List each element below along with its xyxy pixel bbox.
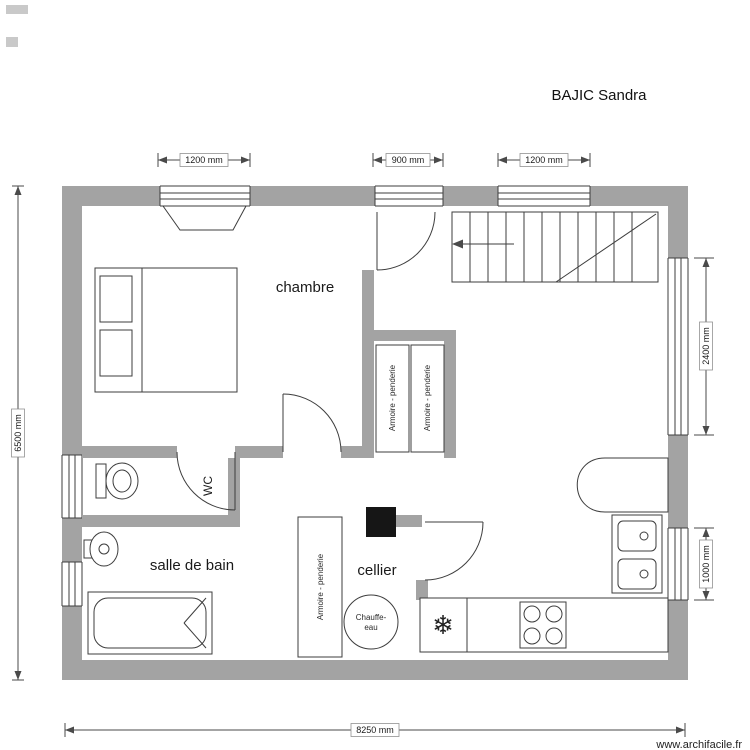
screen-artifact-1 bbox=[6, 5, 28, 14]
wall-bottom bbox=[62, 660, 688, 680]
svg-text:2400 mm: 2400 mm bbox=[701, 327, 711, 365]
window-left-upper[interactable] bbox=[61, 454, 83, 519]
room-label-salle-de-bain[interactable]: salle de bain bbox=[150, 557, 234, 574]
kitchen-sink[interactable] bbox=[611, 514, 663, 594]
kitchen-counter-right[interactable] bbox=[576, 457, 669, 513]
watermark-link[interactable]: www.archifacile.fr bbox=[655, 739, 742, 750]
bathtub[interactable] bbox=[87, 591, 213, 655]
window-opening-mark bbox=[162, 205, 247, 231]
bed[interactable] bbox=[94, 267, 238, 393]
pillow-bottom bbox=[99, 329, 133, 377]
chauffe-eau-label-line1: Chauffe- bbox=[356, 613, 387, 622]
armoire-label: Armoire - penderie bbox=[423, 364, 432, 431]
screen-artifact-2 bbox=[6, 37, 18, 47]
dimension-wall-left: 6500 mm bbox=[11, 185, 25, 681]
snowflake-icon: ❄ bbox=[432, 610, 454, 640]
armoire-hall-left[interactable]: Armoire - penderie bbox=[375, 344, 410, 453]
interior-wall-wc bbox=[228, 458, 240, 520]
window-top-left[interactable] bbox=[159, 185, 251, 231]
window-right-lower[interactable] bbox=[667, 527, 689, 601]
pillow-top bbox=[99, 275, 133, 323]
plan-title: BAJIC Sandra bbox=[551, 87, 647, 104]
toilet-bowl bbox=[105, 462, 139, 500]
toilet-tank bbox=[95, 463, 107, 499]
svg-text:6500 mm: 6500 mm bbox=[13, 414, 23, 452]
dimension-window-top-middle: 900 mm bbox=[372, 153, 444, 167]
interior-wall-closet-right bbox=[444, 330, 456, 458]
svg-text:1200 mm: 1200 mm bbox=[185, 155, 223, 165]
wall-left bbox=[62, 186, 82, 680]
window-top-right[interactable] bbox=[497, 185, 591, 207]
conduit[interactable] bbox=[366, 507, 396, 537]
washbasin-bowl bbox=[89, 531, 119, 567]
dimension-window-right-upper: 2400 mm bbox=[694, 257, 714, 436]
interior-wall-chambre-a bbox=[82, 446, 177, 458]
interior-wall-chambre-b bbox=[235, 446, 283, 458]
chauffe-eau[interactable]: Chauffe- eau bbox=[343, 594, 399, 650]
interior-wall-closet-top bbox=[374, 330, 454, 341]
door-hall[interactable] bbox=[376, 211, 436, 271]
armoire-cellier[interactable]: Armoire - penderie bbox=[297, 516, 343, 658]
dimension-window-top-right: 1200 mm bbox=[497, 153, 591, 167]
interior-walls bbox=[82, 270, 456, 600]
stairs-arrow-head bbox=[452, 239, 463, 249]
interior-wall-cellier-side bbox=[416, 580, 428, 600]
window-right-upper[interactable] bbox=[667, 257, 689, 436]
stove[interactable] bbox=[519, 601, 567, 649]
svg-text:1200 mm: 1200 mm bbox=[525, 155, 563, 165]
toilet[interactable] bbox=[95, 462, 139, 500]
room-label-wc[interactable]: WC bbox=[201, 476, 215, 496]
armoire-hall-right[interactable]: Armoire - penderie bbox=[410, 344, 445, 453]
interior-wall-bath bbox=[82, 515, 240, 527]
svg-text:8250 mm: 8250 mm bbox=[356, 725, 394, 735]
stairs[interactable] bbox=[451, 211, 659, 283]
interior-wall-chambre-c bbox=[341, 446, 362, 458]
window-top-middle[interactable] bbox=[374, 185, 444, 207]
door-wc[interactable] bbox=[176, 451, 236, 511]
refrigerator[interactable]: ❄ bbox=[419, 597, 468, 653]
chauffe-eau-label-line2: eau bbox=[364, 623, 377, 632]
armoire-label: Armoire - penderie bbox=[316, 553, 325, 620]
interior-wall-hall bbox=[362, 270, 374, 458]
room-label-cellier[interactable]: cellier bbox=[357, 562, 396, 579]
dimension-wall-bottom: 8250 mm bbox=[64, 723, 686, 737]
washbasin[interactable] bbox=[83, 531, 119, 567]
stairs-cut-line bbox=[555, 213, 657, 283]
dimension-window-right-lower: 1000 mm bbox=[694, 527, 714, 601]
dimension-window-top-left: 1200 mm bbox=[157, 153, 251, 167]
door-chambre[interactable] bbox=[282, 393, 342, 453]
room-label-chambre[interactable]: chambre bbox=[276, 279, 334, 296]
armoire-label: Armoire - penderie bbox=[388, 364, 397, 431]
kitchen-counter[interactable] bbox=[466, 597, 669, 653]
window-left-lower[interactable] bbox=[61, 561, 83, 607]
svg-text:900 mm: 900 mm bbox=[392, 155, 425, 165]
door-cellier[interactable] bbox=[424, 521, 484, 581]
interior-wall-cellier-top bbox=[396, 515, 422, 527]
svg-text:1000 mm: 1000 mm bbox=[701, 545, 711, 583]
